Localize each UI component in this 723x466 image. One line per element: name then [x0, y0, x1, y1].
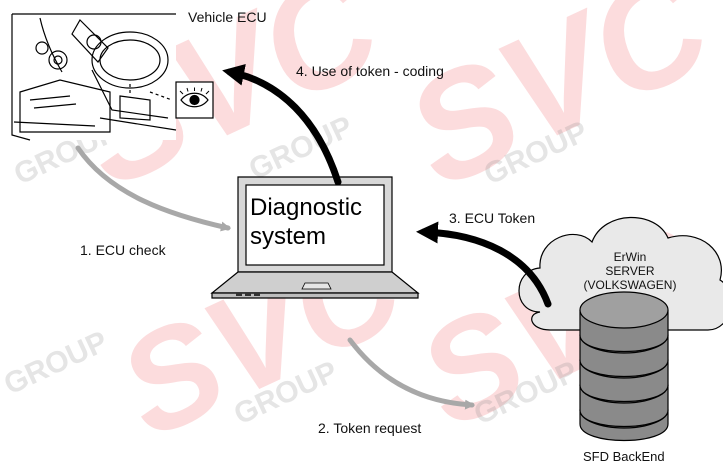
- diagnostic-system-line1: Diagnostic: [250, 194, 363, 221]
- arrow-ecu-token: [416, 221, 552, 308]
- arrow-use-of-token: [222, 63, 342, 186]
- erwin-server-line3: (VOLKSWAGEN): [583, 278, 677, 292]
- erwin-server-line2: SERVER: [605, 264, 655, 278]
- arrow-ecu-check: [75, 145, 231, 232]
- watermark-sub: GROUP: [0, 325, 113, 401]
- diagnostic-system-line2: system: [250, 223, 327, 250]
- server-cloud-illustration: [518, 216, 723, 331]
- erwin-server-line1: ErWin: [613, 250, 647, 264]
- sfd-backend-label: SFD BackEnd: [583, 449, 665, 464]
- step-ecu-check-label: 1. ECU check: [80, 242, 166, 258]
- database-stack-illustration: [579, 291, 669, 442]
- arrow-token-request: [347, 337, 475, 410]
- diagnostic-system-label: Diagnostic system: [250, 193, 380, 251]
- watermark-brand: SVC: [383, 0, 723, 219]
- step-ecu-token-label: 3. ECU Token: [449, 210, 536, 226]
- erwin-server-label: ErWin SERVER (VOLKSWAGEN): [560, 250, 700, 292]
- vehicle-ecu-label: Vehicle ECU: [188, 9, 267, 25]
- step-token-request-label: 2. Token request: [318, 420, 422, 436]
- laptop-illustration: [210, 176, 420, 299]
- vehicle-dashboard-illustration: [11, 13, 214, 141]
- step-use-of-token-label: 4. Use of token - coding: [296, 63, 444, 79]
